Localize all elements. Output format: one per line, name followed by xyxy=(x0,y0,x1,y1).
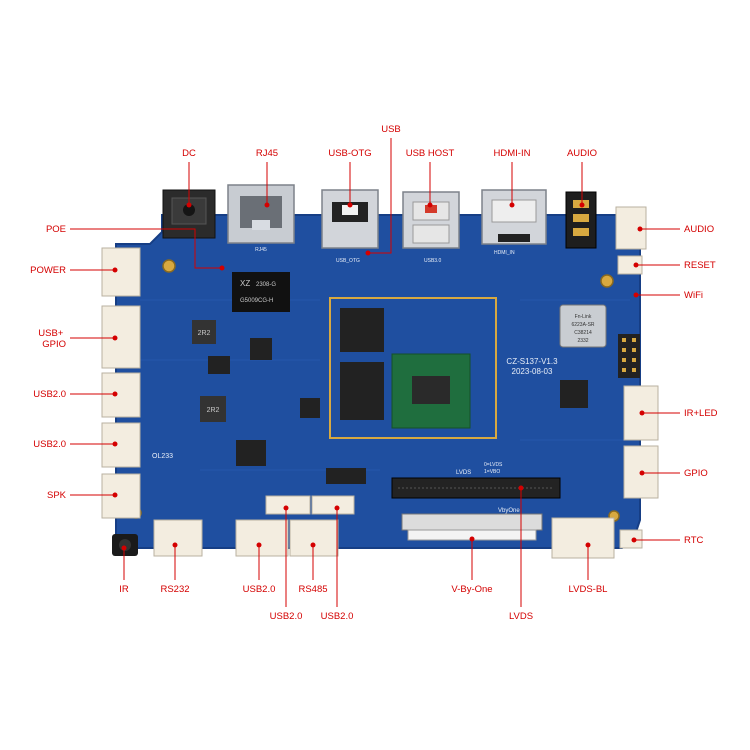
label-lvds-bl: LVDS-BL xyxy=(569,584,608,595)
label-ir-led: IR+LED xyxy=(684,408,718,419)
vbyone-connector xyxy=(401,513,543,541)
usb-otg-silk: USB_OTG xyxy=(336,258,360,264)
soc-area xyxy=(329,297,497,439)
inductor-2: 2R2 xyxy=(207,407,220,414)
lvds-opt1: 0=LVDS xyxy=(484,462,503,468)
ir-receiver xyxy=(112,534,138,556)
label-usb-otg: USB-OTG xyxy=(328,148,371,159)
spk-connector xyxy=(101,473,141,519)
label-usb20-left-2: USB2.0 xyxy=(33,439,66,450)
label-hdmi-in: HDMI-IN xyxy=(494,148,531,159)
rs232-connector xyxy=(153,519,203,557)
board-model: CZ-S137-V1.3 xyxy=(506,357,558,366)
vbyone-silk: VbyOne xyxy=(498,508,520,514)
wifi-module: Fn-Link 6223A-SR C38214 2332 xyxy=(559,304,607,348)
usb20-connector-2 xyxy=(101,422,141,468)
label-rtc: RTC xyxy=(684,535,703,546)
label-usb-gpio-line1: USB+ xyxy=(38,328,64,339)
usb20-bottom-connector xyxy=(235,519,289,557)
label-usb20-bottom-3: USB2.0 xyxy=(321,611,354,622)
label-usb-gpio-line2: GPIO xyxy=(42,339,66,350)
label-reset: RESET xyxy=(684,260,716,271)
left-connector-stack xyxy=(101,247,141,519)
wifi-module-line1: Fn-Link xyxy=(575,314,592,320)
power-connector xyxy=(101,247,141,297)
usb-gpio-connector xyxy=(101,305,141,369)
small-chips xyxy=(208,338,588,484)
label-wifi: WiFi xyxy=(684,290,703,301)
label-audio-right: AUDIO xyxy=(684,224,714,235)
ethernet-transformer: XZ 2308-G G5009CG-H xyxy=(232,272,290,312)
inductors: 2R2 2R2 xyxy=(192,320,226,422)
rs485-connector xyxy=(289,519,339,557)
hdmi-silk: HDMI_IN xyxy=(494,250,515,256)
bottom-connector-row xyxy=(153,495,615,559)
ol233-silk: OL233 xyxy=(152,453,173,460)
usb20-top-connector-1 xyxy=(265,495,311,515)
rj45-jack xyxy=(227,184,295,244)
ddr-chip-1 xyxy=(340,308,384,352)
label-usb20-left-1: USB2.0 xyxy=(33,389,66,400)
pin-header xyxy=(618,334,640,378)
label-usb-gpio: USB+ GPIO xyxy=(38,328,66,350)
audio-jack xyxy=(565,191,597,249)
lvds-silk: LVDS xyxy=(456,470,471,476)
label-usb-host: USB HOST xyxy=(406,148,455,159)
wifi-module-line4: 2332 xyxy=(577,338,588,344)
rtc-connector xyxy=(619,529,643,549)
label-usb20-bottom-1: USB2.0 xyxy=(243,584,276,595)
transformer-line2: G5009CG-H xyxy=(240,298,273,304)
usb-otg-port xyxy=(321,189,379,249)
lvds-opt2: 1=VBO xyxy=(484,469,500,475)
label-v-by-one: V-By-One xyxy=(451,584,492,595)
wifi-module-line3: C38214 xyxy=(574,330,592,336)
dc-jack xyxy=(162,189,216,239)
label-dc: DC xyxy=(182,148,196,159)
usb-host-port xyxy=(402,191,460,249)
rj45-silk: RJ45 xyxy=(255,247,267,253)
label-usb: USB xyxy=(381,124,401,135)
usb20-top-connector-2 xyxy=(311,495,355,515)
usb20-connector-1 xyxy=(101,372,141,418)
label-usb20-bottom-2: USB2.0 xyxy=(270,611,303,622)
label-power: POWER xyxy=(30,265,66,276)
inductor-1: 2R2 xyxy=(198,330,211,337)
usb30-silk: USB3.0 xyxy=(424,258,441,264)
label-rs232: RS232 xyxy=(160,584,189,595)
label-rj45: RJ45 xyxy=(256,148,278,159)
lvds-connector xyxy=(391,477,561,499)
label-audio-top: AUDIO xyxy=(567,148,597,159)
transformer-line1: 2308-G xyxy=(256,282,276,288)
label-rs485: RS485 xyxy=(298,584,327,595)
lvds-bl-connector xyxy=(551,517,615,559)
hdmi-port xyxy=(481,189,547,245)
callout-lines xyxy=(70,138,680,607)
wifi-module-line2: 6223A-SR xyxy=(571,322,594,328)
transformer-brand: XZ xyxy=(240,279,250,288)
ddr-chip-2 xyxy=(340,362,384,420)
label-spk: SPK xyxy=(47,490,67,501)
callout-dots xyxy=(112,202,645,551)
label-ir: IR xyxy=(119,584,129,595)
board-date: 2023-08-03 xyxy=(512,367,553,376)
callout-labels: USB DC RJ45 USB-OTG USB HOST HDMI-IN AUD… xyxy=(30,124,718,622)
label-gpio: GPIO xyxy=(684,468,708,479)
mount-hole-tl xyxy=(162,259,176,273)
label-poe: POE xyxy=(46,224,66,235)
label-lvds: LVDS xyxy=(509,611,533,622)
mount-hole-tr xyxy=(600,274,614,288)
